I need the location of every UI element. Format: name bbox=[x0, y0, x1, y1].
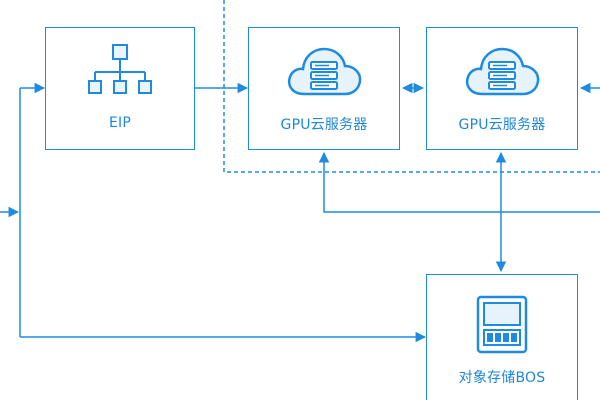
cloud-server-icon bbox=[287, 47, 362, 96]
gpu-server-1-label: GPU云服务器 bbox=[280, 117, 368, 133]
eip-node[interactable]: EIP bbox=[45, 27, 195, 150]
object-storage-node[interactable]: 对象存储BOS bbox=[426, 274, 578, 400]
gpu-server-1-node[interactable]: GPU云服务器 bbox=[248, 27, 400, 150]
gpu-group-dashed-frame bbox=[223, 0, 600, 173]
eip-label: EIP bbox=[108, 115, 132, 131]
cloud-server-icon bbox=[465, 47, 540, 96]
gpu-server-2-label: GPU云服务器 bbox=[458, 117, 546, 133]
network-topology-icon bbox=[88, 44, 152, 94]
object-storage-label: 对象存储BOS bbox=[458, 370, 546, 386]
bus-to-gpu1-arrow bbox=[318, 151, 600, 213]
gpu-server-2-node[interactable]: GPU云服务器 bbox=[426, 27, 578, 150]
storage-card-icon bbox=[476, 295, 528, 354]
